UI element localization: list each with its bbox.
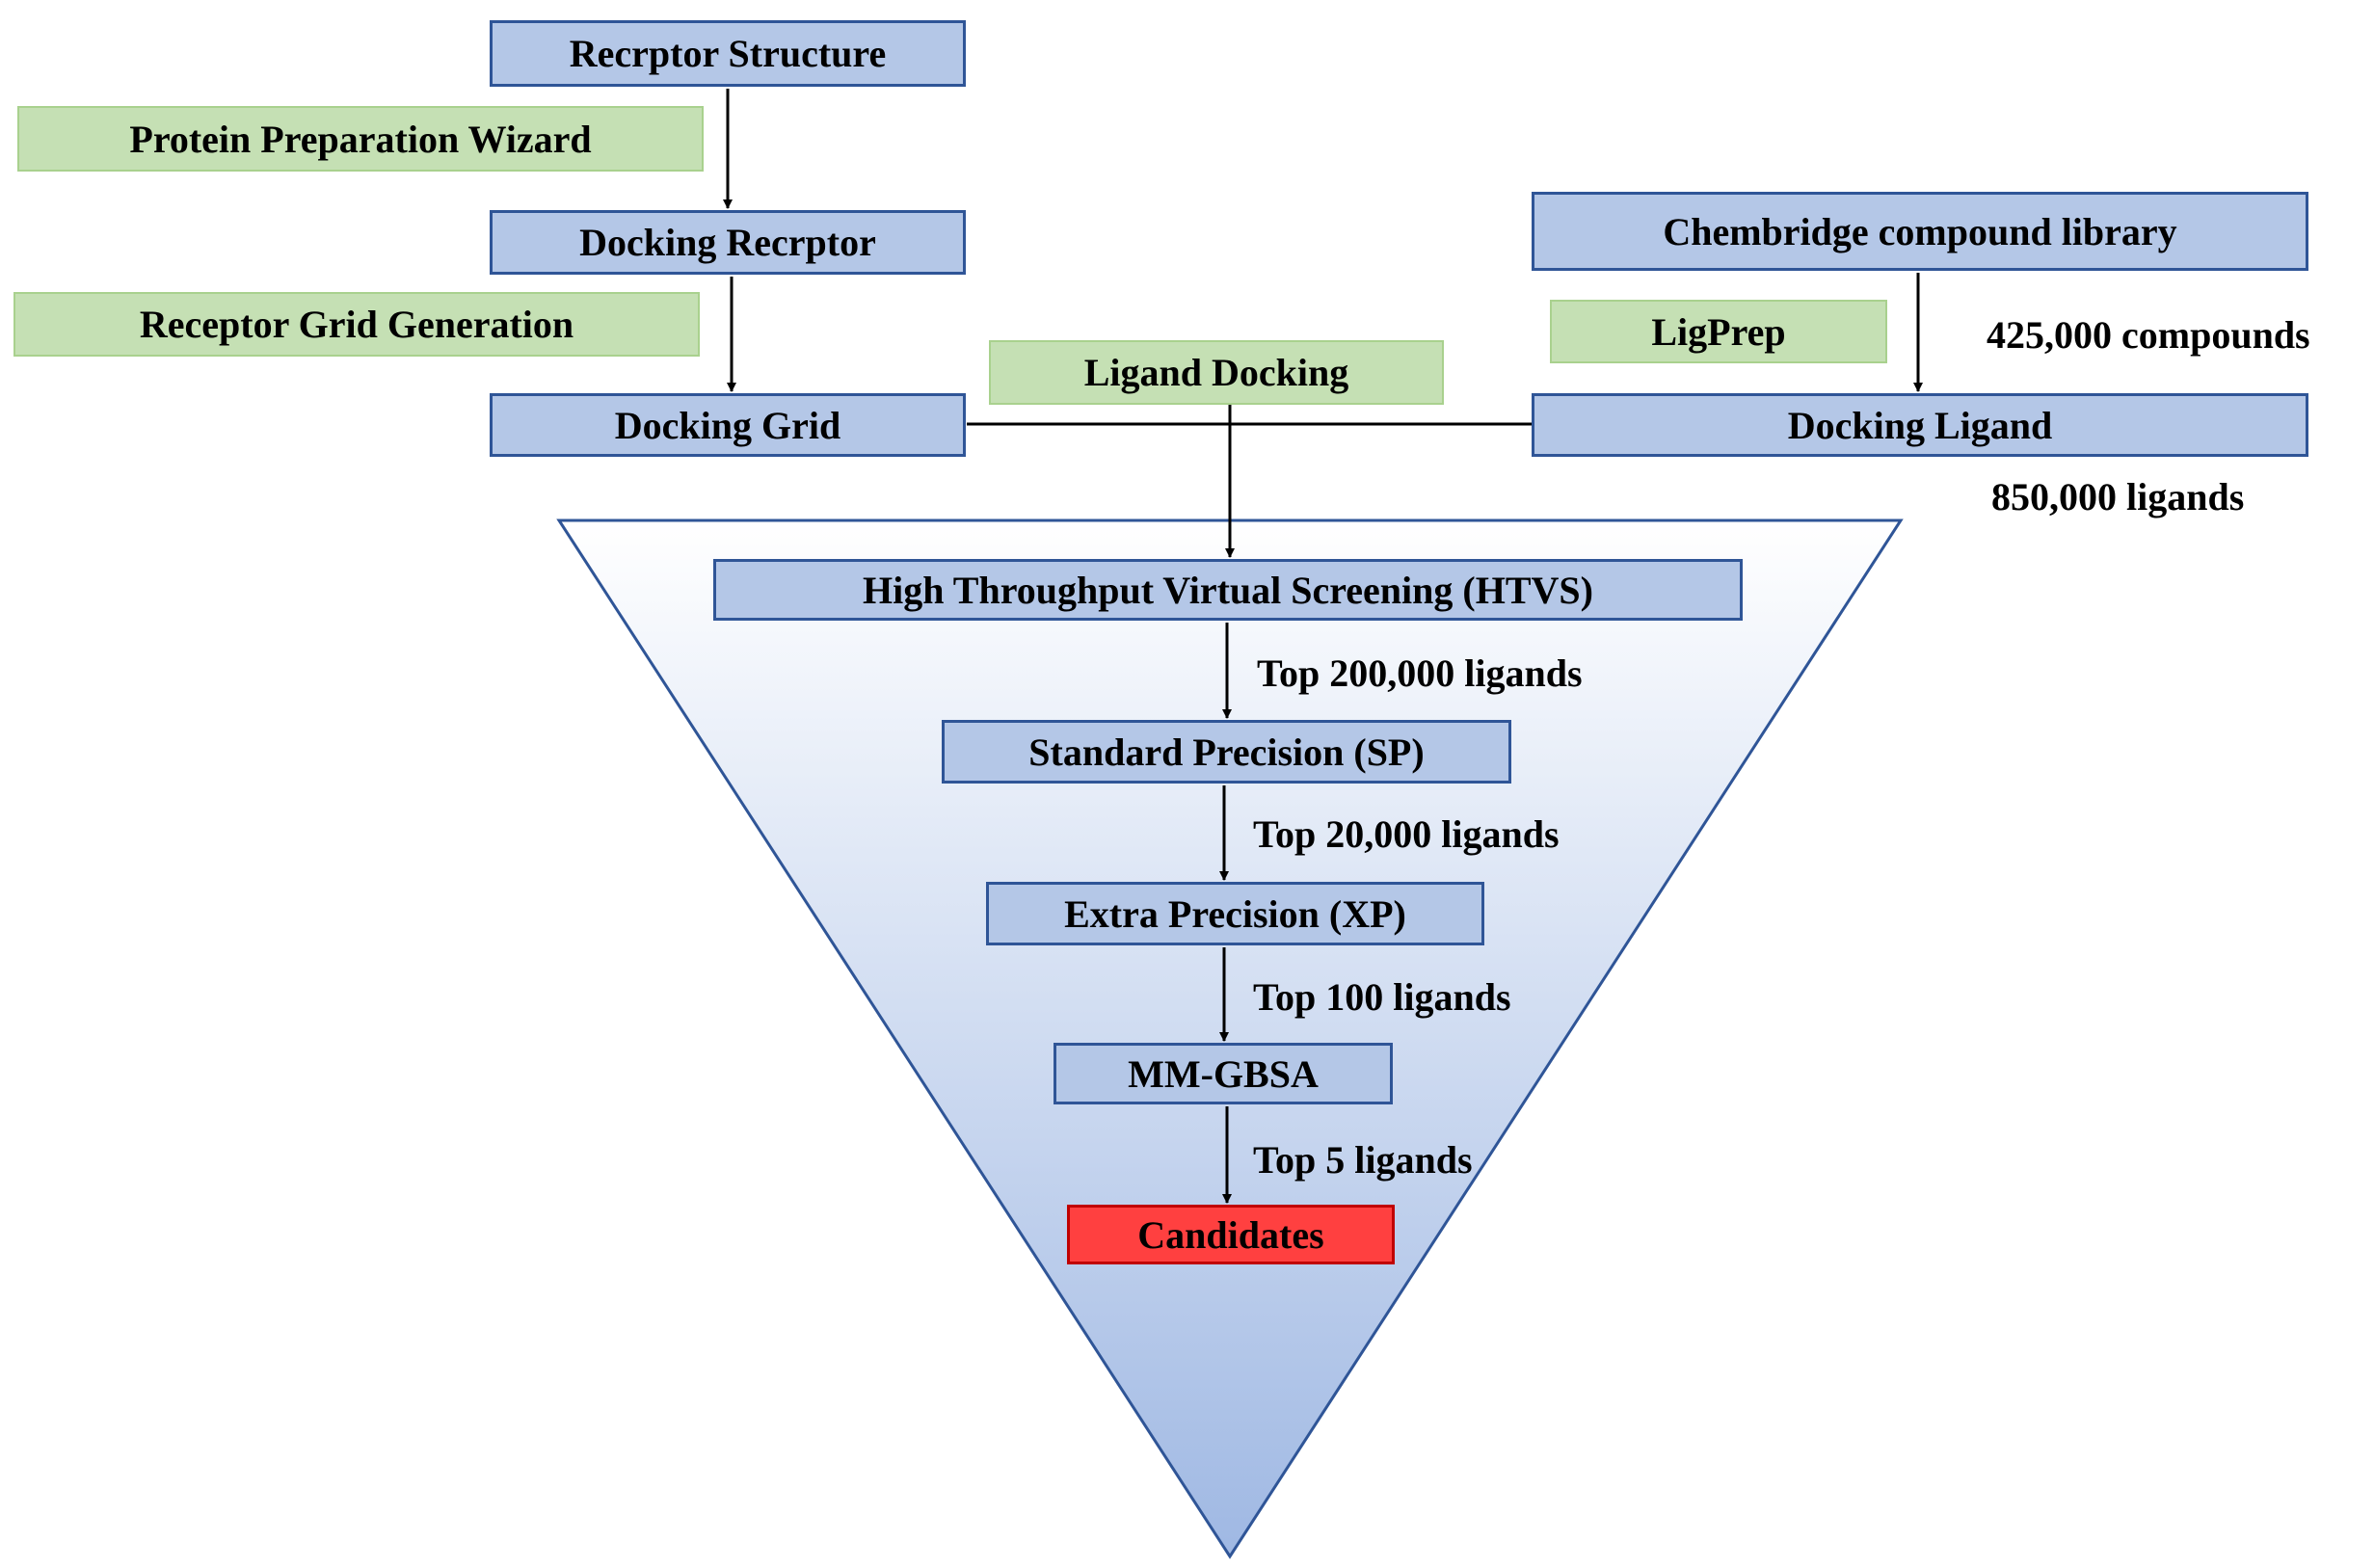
protein-prep-wizard-box: Protein Preparation Wizard: [17, 106, 704, 172]
docking-receptor-box: Docking Recrptor: [490, 210, 966, 275]
top-mmgbsa-label: Top 5 ligands: [1253, 1138, 1473, 1182]
chembridge-library-box: Chembridge compound library: [1532, 192, 2308, 271]
sp-box: Standard Precision (SP): [942, 720, 1511, 784]
ligands-count-label: 850,000 ligands: [1991, 475, 2245, 518]
ligand-docking-box: Ligand Docking: [989, 340, 1444, 405]
top-htvs-label: Top 200,000 ligands: [1257, 651, 1583, 695]
xp-box: Extra Precision (XP): [986, 882, 1484, 945]
receptor-structure-box: Recrptor Structure: [490, 20, 966, 87]
docking-ligand-box: Docking Ligand: [1532, 393, 2308, 457]
docking-grid-box: Docking Grid: [490, 393, 966, 457]
candidates-box: Candidates: [1067, 1205, 1395, 1264]
ligprep-box: LigPrep: [1550, 300, 1887, 363]
receptor-grid-gen-box: Receptor Grid Generation: [13, 292, 700, 357]
htvs-box: High Throughput Virtual Screening (HTVS): [713, 559, 1743, 621]
compounds-count-label: 425,000 compounds: [1987, 313, 2310, 357]
mmgbsa-box: MM-GBSA: [1054, 1043, 1393, 1104]
top-sp-label: Top 20,000 ligands: [1253, 812, 1560, 856]
top-xp-label: Top 100 ligands: [1253, 975, 1511, 1019]
